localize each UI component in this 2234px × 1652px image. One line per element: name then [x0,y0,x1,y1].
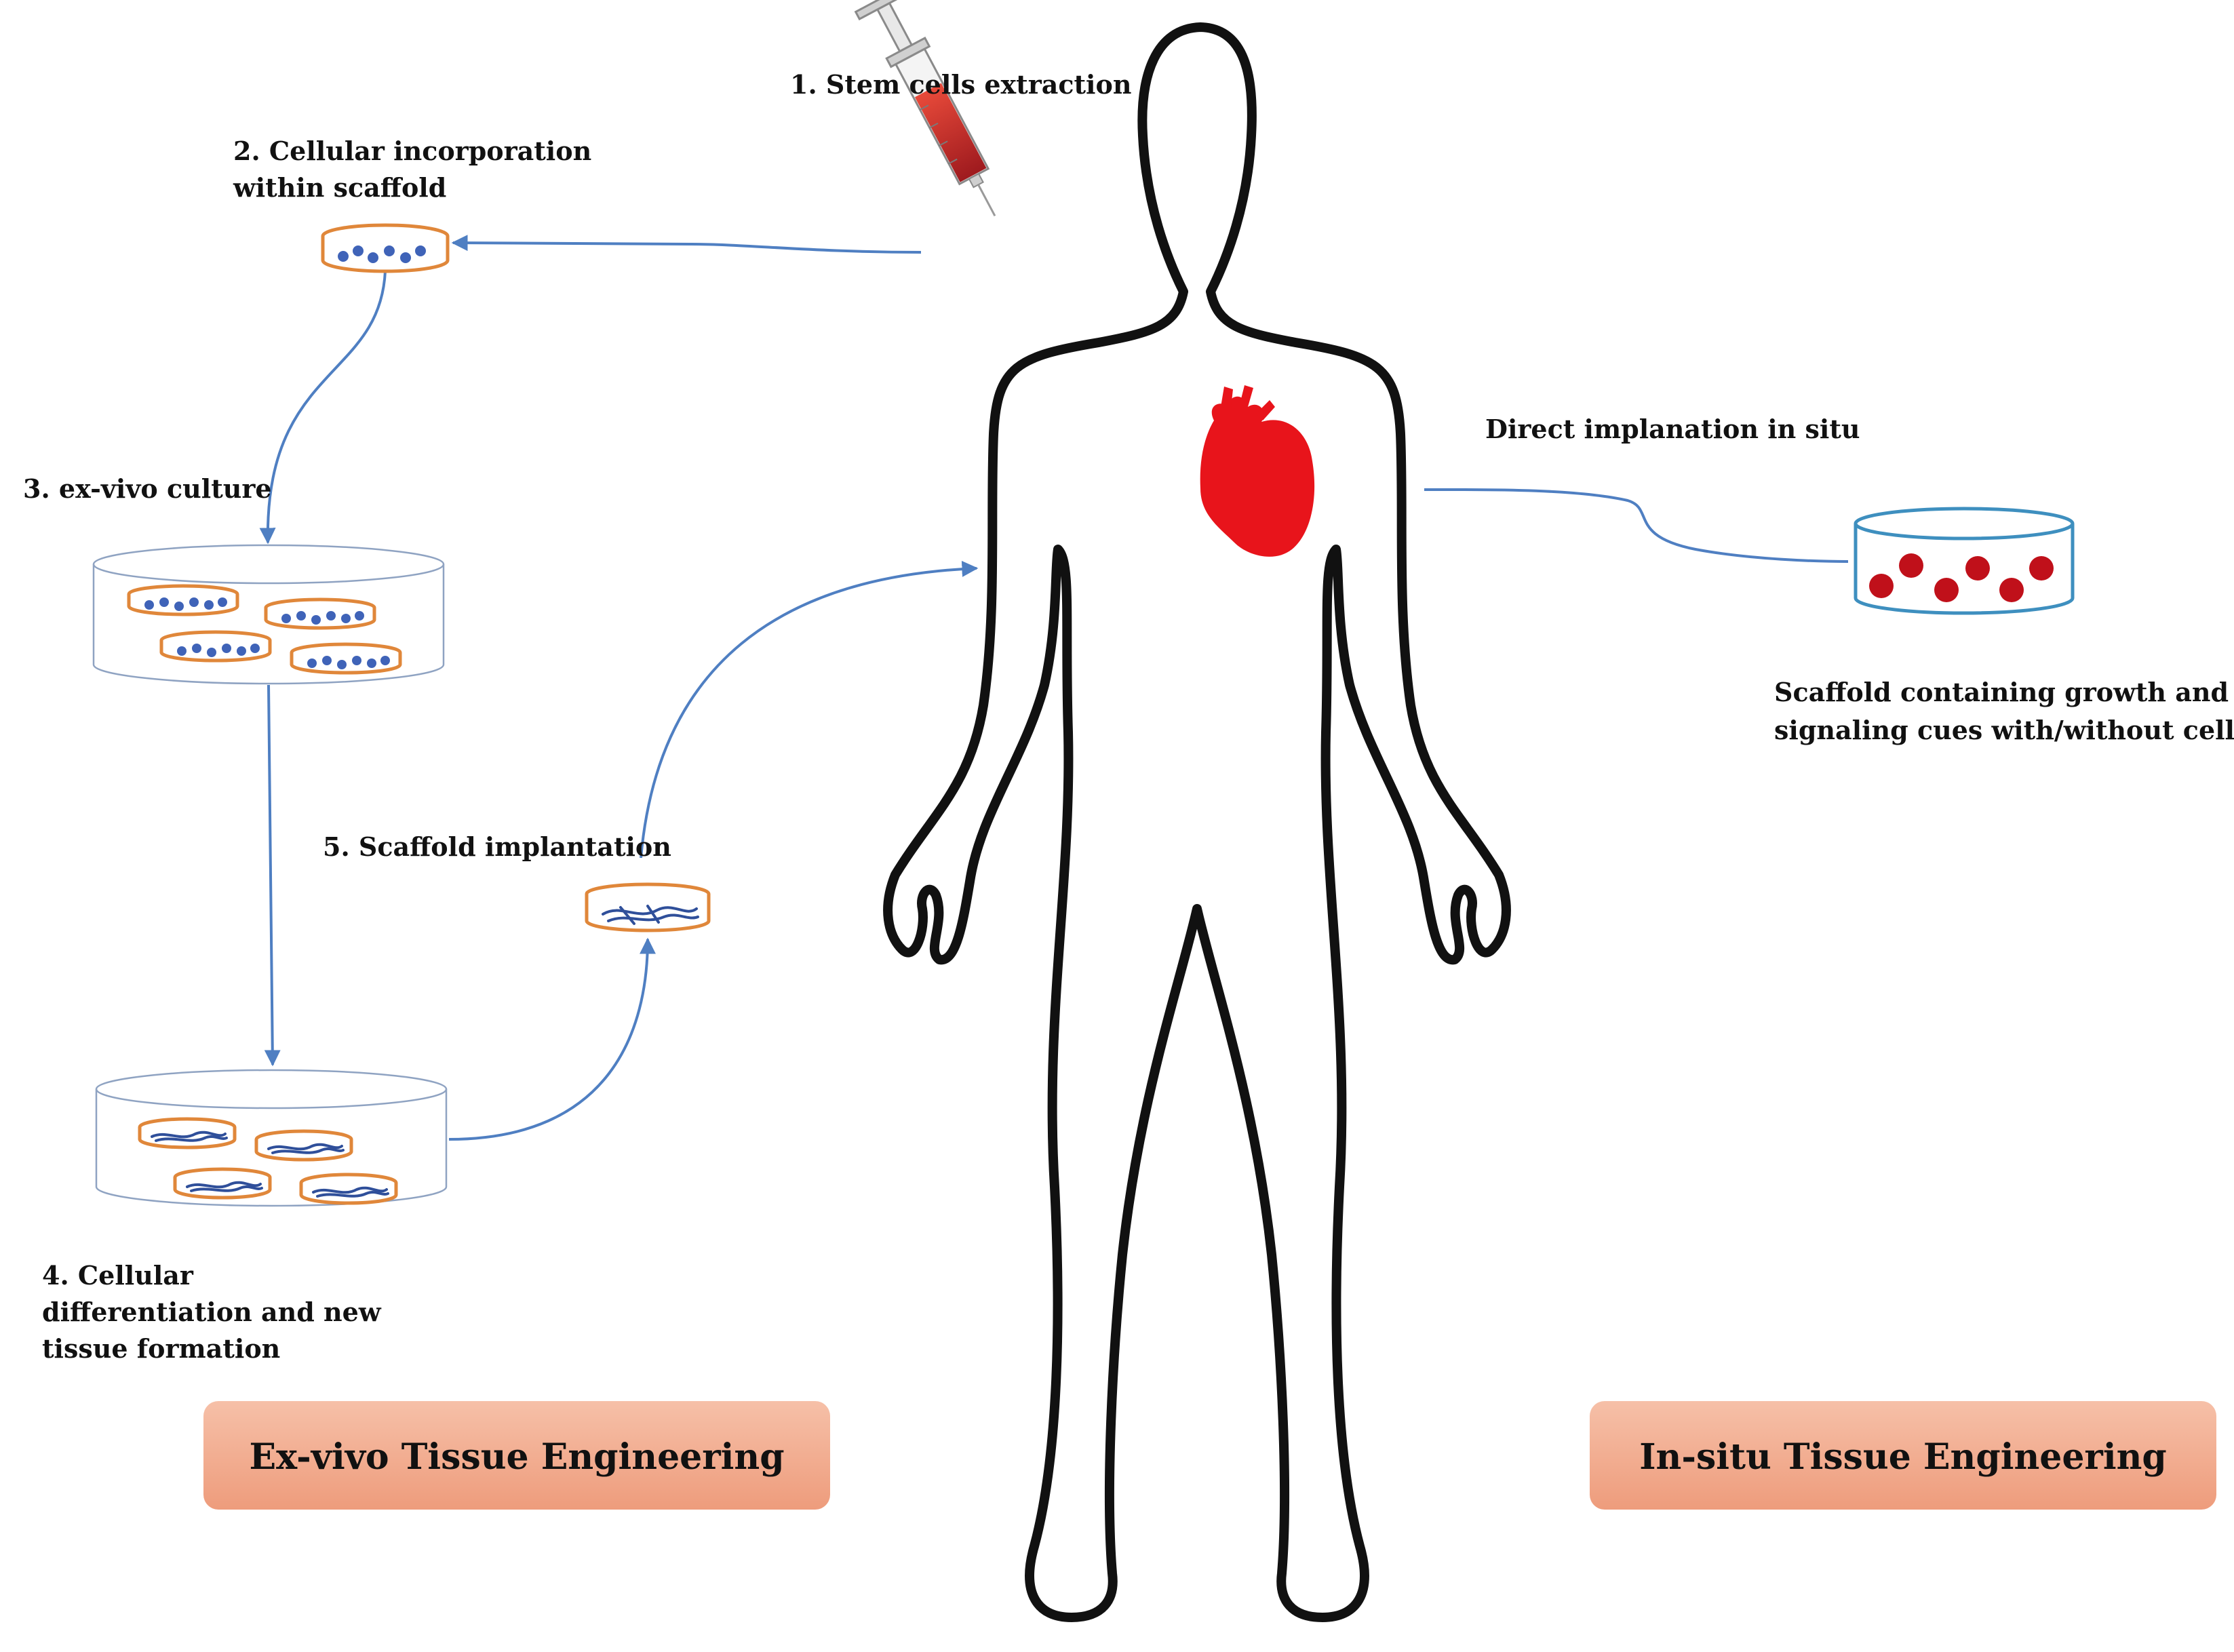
insitu-scaffold-dish [1854,507,2075,615]
step4-label-line2: differentiation and new [42,1297,382,1327]
step5-label: 5. Scaffold implantation [323,831,671,862]
syringe-icon [854,0,996,216]
step1-label: 1. Stem cells extraction [790,69,1131,100]
step2-label-line2: within scaffold [233,172,446,203]
human-body-outline [883,22,1511,1622]
insitu-banner-text: In-situ Tissue Engineering [1639,1436,2167,1478]
direct-implantation-label: Direct implanation in situ [1485,414,1860,444]
insitu-banner: In-situ Tissue Engineering [1590,1401,2216,1510]
step2-label-line1: 2. Cellular incorporation [233,136,591,166]
implant-scaffold-dish [585,882,711,932]
scaffold-note-line1: Scaffold containing growth and [1774,677,2229,707]
scaffold-note-line2: signaling cues with/without cells [1774,715,2234,745]
arrow-culture-to-differentiation [264,684,281,1067]
step4-label-line3: tissue formation [42,1333,280,1364]
step4-label-line1: 4. Cellular [42,1260,194,1291]
step3-label: 3. ex-vivo culture [23,473,272,504]
exvivo-banner: Ex-vivo Tissue Engineering [203,1401,830,1510]
arrow-implant-to-body [640,560,979,859]
culture-container [92,544,445,685]
arrow-insitu-scaffold-to-body [1424,488,1849,563]
exvivo-banner-text: Ex-vivo Tissue Engineering [249,1436,784,1478]
heart-icon [1200,385,1315,557]
arrow-differentiation-to-implant [448,937,656,1141]
arrow-syringe-to-scaffold [451,235,922,254]
differentiation-container [95,1069,448,1207]
arrow-scaffold-to-culture [259,271,387,545]
scaffold-dish [321,223,450,273]
